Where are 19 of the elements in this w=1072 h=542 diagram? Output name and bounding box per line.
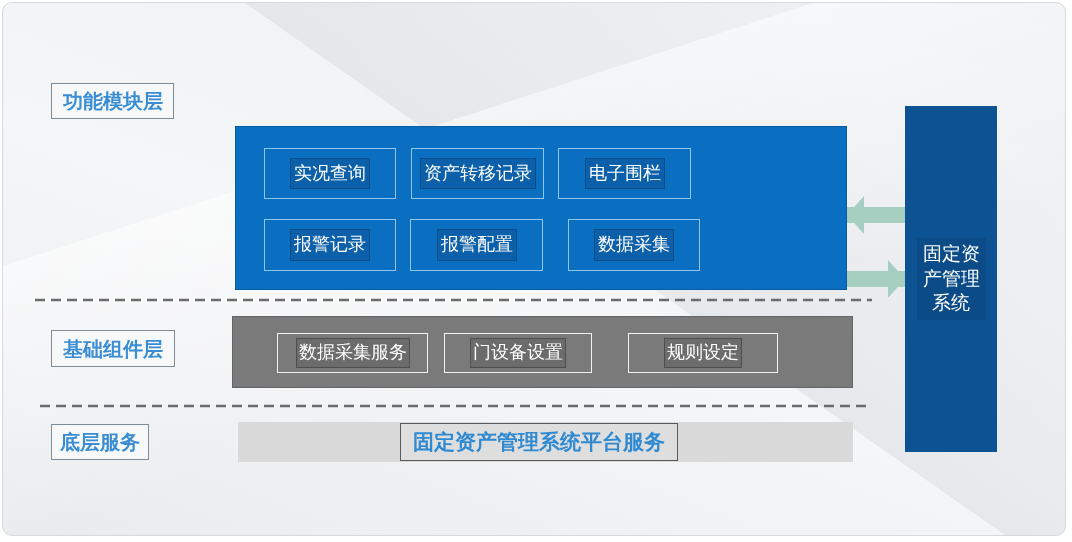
module-box: 报警记录 [264, 219, 396, 271]
layer-label: 基础组件层 [51, 330, 175, 367]
component-box: 门设备设置 [444, 333, 592, 373]
arrow [847, 260, 905, 298]
module-box: 资产转移记录 [411, 148, 544, 199]
service-band [238, 422, 853, 462]
module-box: 数据采集 [568, 219, 700, 271]
module-box: 实况查询 [264, 148, 396, 199]
layer-label: 功能模块层 [51, 83, 174, 119]
module-panel [235, 126, 847, 290]
platform-service-box: 固定资产管理系统平台服务 [400, 423, 678, 461]
module-box: 报警配置 [410, 219, 543, 271]
system-column: 固定资产管理系统 [905, 106, 997, 452]
component-box: 数据采集服务 [277, 333, 428, 373]
component-panel [232, 316, 853, 388]
arrow [847, 196, 905, 234]
module-box: 电子围栏 [558, 148, 691, 199]
layer-label: 底层服务 [51, 424, 149, 460]
component-box: 规则设定 [628, 333, 778, 373]
